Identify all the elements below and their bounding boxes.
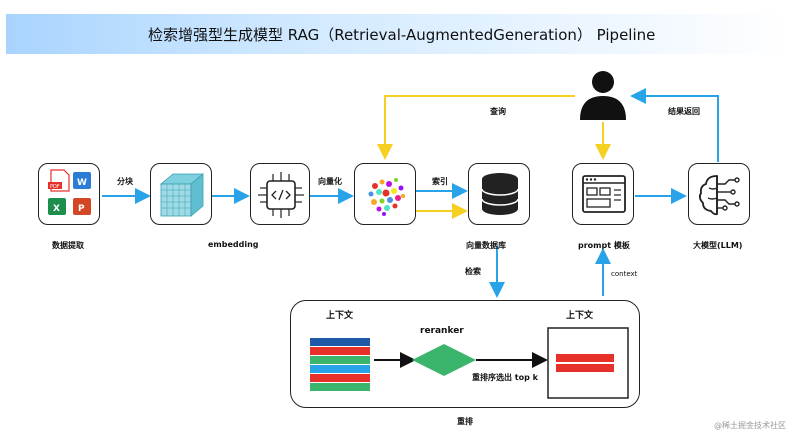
embedding-cube-node: [150, 163, 212, 225]
arrow-result: [630, 88, 719, 162]
context-label: context: [611, 270, 638, 278]
vector-db-label: 向量数据库: [466, 241, 506, 250]
llm-label: 大模型(LLM): [693, 241, 743, 250]
topk-chunk-1: [556, 354, 614, 362]
reranker-label: reranker: [420, 326, 464, 336]
index-edge-label: 索引: [432, 177, 448, 186]
llm-node: [688, 163, 750, 225]
prompt-template-node: [572, 163, 634, 225]
excel-label: X: [53, 204, 60, 214]
context-chunk-2: [310, 347, 370, 355]
search-label: 检索: [465, 267, 481, 276]
ppt-label: P: [78, 204, 85, 214]
result-label: 结果返回: [668, 107, 700, 116]
rerank-caption: 重排: [457, 417, 473, 426]
brain-circuit-icon: [698, 175, 740, 216]
browser-window-icon: [582, 175, 626, 213]
context-chunk-3: [310, 356, 370, 364]
docs-label: 数据提取: [52, 241, 84, 250]
docs-node: PDF W X P: [38, 163, 100, 225]
rerank-container: [290, 300, 640, 408]
context-chunk-4: [310, 365, 370, 373]
vector-points-icon: [368, 178, 405, 216]
database-icon: [481, 173, 519, 215]
vectorize-label: 向量化: [318, 177, 342, 186]
vector-cloud-node: [354, 163, 416, 225]
rerank-output-title: 上下文: [566, 311, 594, 321]
topk-chunk-2: [556, 364, 614, 372]
title-banner: [6, 14, 792, 54]
arrow-query: [377, 95, 575, 160]
cube-grid-icon: [159, 173, 205, 217]
context-chunk-5: [310, 374, 370, 382]
chip-code-icon: [258, 172, 304, 218]
query-label: 查询: [490, 107, 506, 116]
embedding-label: embedding: [208, 240, 259, 249]
word-label: W: [77, 178, 87, 188]
context-chunk-6: [310, 383, 370, 391]
document-files-icon: PDF W X P: [48, 169, 91, 215]
vector-db-node: [468, 163, 530, 225]
context-chunk-1: [310, 338, 370, 346]
select-topk-label: 重排序选出 top k: [472, 373, 538, 382]
embedding-model-node: [250, 163, 310, 225]
watermark: @稀土掘金技术社区: [714, 421, 786, 430]
rerank-input-title: 上下文: [326, 311, 354, 321]
reranker-diamond: [412, 344, 476, 376]
prompt-template-label: prompt 模板: [578, 241, 630, 250]
topk-output-box: [547, 327, 629, 399]
pdf-label: PDF: [50, 184, 60, 190]
page-title: 检索增强型生成模型 RAG（Retrieval-AugmentedGenerat…: [148, 26, 656, 44]
chunk-label: 分块: [117, 177, 133, 186]
